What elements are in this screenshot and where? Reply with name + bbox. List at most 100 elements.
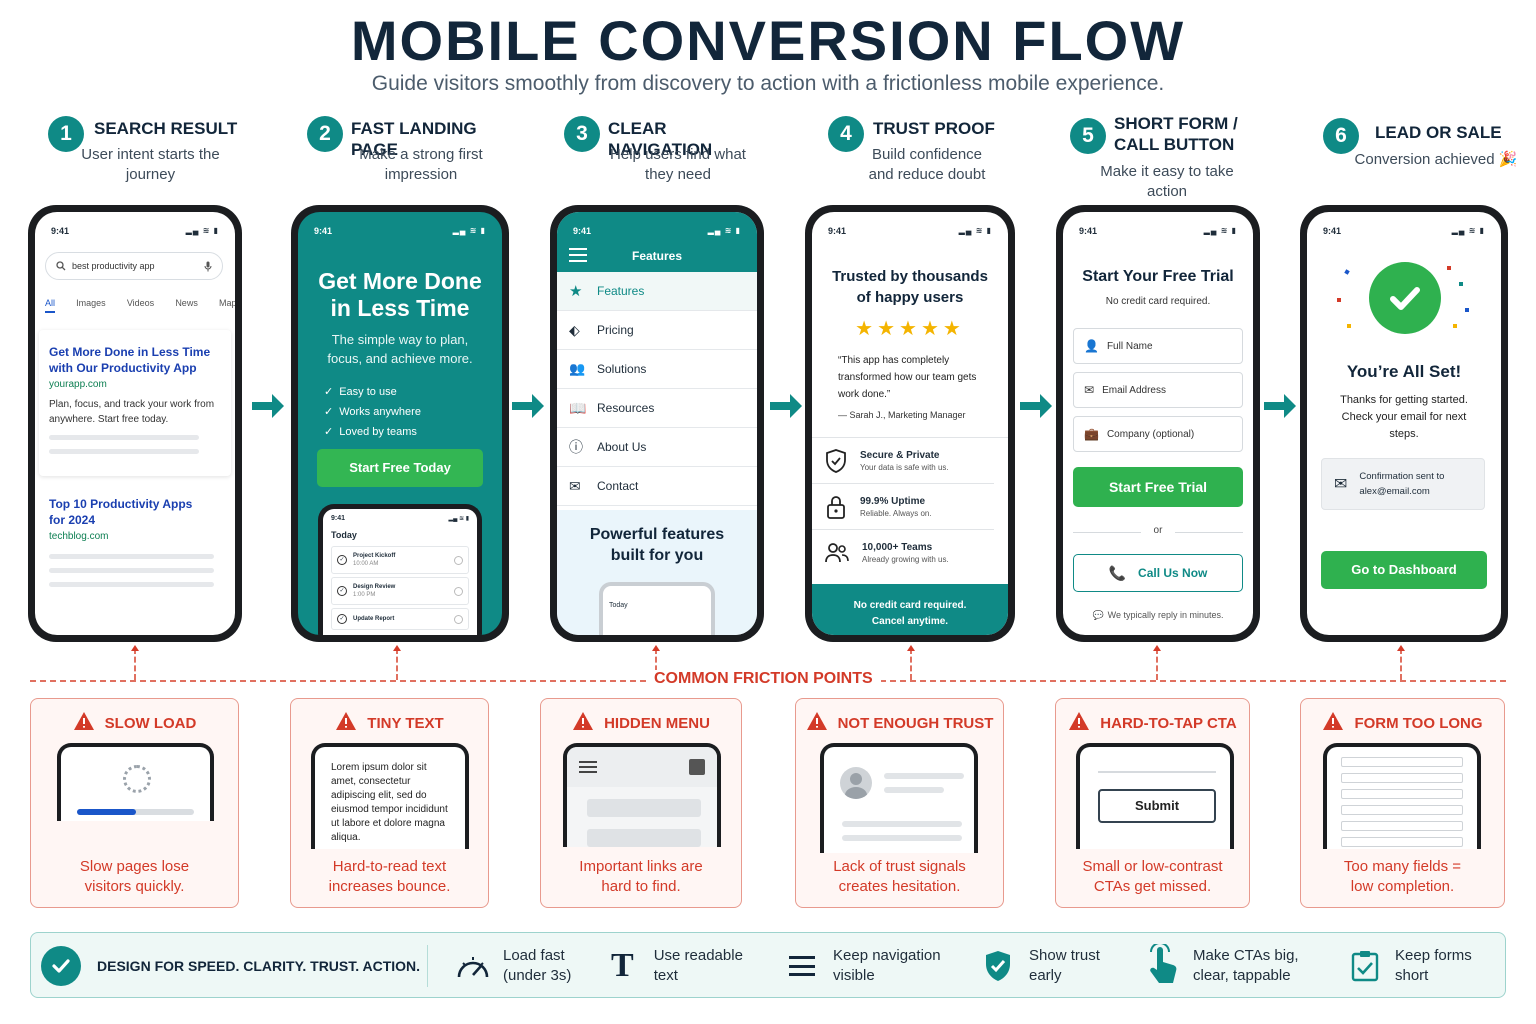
friction-desc: Lack of trust signals creates hesitation… [833,858,966,895]
go-to-dashboard-button[interactable]: Go to Dashboard [1321,551,1487,589]
full-name-field[interactable]: 👤Full Name [1073,328,1243,364]
form-field-placeholder [1341,837,1463,847]
signal-wifi-battery-icon: ▂▄ ≋ ▮ [1203,226,1237,235]
mini-phone [1323,743,1481,849]
preview-title: Today [331,530,357,540]
form-field-placeholder [1341,805,1463,815]
tab-videos[interactable]: Videos [126,298,155,308]
friction-hidden-menu: HIDDEN MENU Important links are hard to … [540,698,742,908]
nav-item-solutions[interactable]: 👥Solutions [557,350,757,389]
call-us-now-button[interactable]: 📞Call Us Now [1073,554,1243,592]
step-desc: Conversion achieved 🎉 [1354,151,1518,168]
friction-slow-load: SLOW LOAD Slow pages lose visitors quick… [30,698,239,908]
submit-button[interactable]: Submit [1098,789,1216,823]
search-tabs: All Images Videos News Maps [45,298,235,313]
check-circle-icon [41,946,81,986]
nav-item-contact[interactable]: ✉Contact [557,467,757,506]
placeholder-line [884,773,964,779]
reply-note: 💬We typically reply in minutes. [1092,610,1224,620]
step-name: FAST LANDING PAGE [351,119,477,159]
flow-arrow [770,394,802,418]
task-radio [454,586,463,596]
phone-search-result: 9:41 ▂▄ ≋ ▮ best productivity app All Ima… [28,205,242,642]
nav-item-pricing[interactable]: ⬖Pricing [557,311,757,350]
friction-connector [1153,645,1161,680]
signal-wifi-battery-icon: ▂▄ ≋ ▮ [448,516,469,522]
result-title[interactable]: Top 10 Productivity Apps for 2024 [49,497,193,527]
users-icon [825,543,849,563]
start-free-today-button[interactable]: Start Free Today [317,449,483,487]
user-icon: 👤 [1084,339,1099,353]
step-number: 2 [307,116,343,152]
square-icon [689,759,705,775]
step-desc: User intent starts the journey [81,146,220,183]
mini-phone: Submit [1076,743,1234,849]
progress-fill [77,809,136,815]
tab-news[interactable]: News [175,298,198,308]
friction-desc: Hard-to-read text increases bounce. [328,858,451,895]
microphone-icon[interactable] [204,261,212,272]
tab-maps[interactable]: Maps [218,298,235,308]
success-check-icon [1369,262,1441,334]
result-title[interactable]: Get More Done in Less Time with Our Prod… [49,345,211,375]
friction-connector [1397,645,1405,680]
placeholder-line [49,582,214,587]
success-heading: You’re All Set! [1346,362,1462,381]
briefcase-icon: 💼 [1084,427,1099,441]
status-time: 9:41 [1323,226,1342,236]
star-icon: ★ [855,318,878,340]
status-bar: 9:41▂▄ ≋ ▮ [1307,212,1501,236]
status-time: 9:41 [51,226,70,236]
step-number: 6 [1323,118,1359,154]
friction-form-too-long: FORM TOO LONG Too many fields = low comp… [1300,698,1505,908]
step-3: 3 CLEAR NAVIGATION Help users find what … [564,112,774,202]
step-number: 4 [828,116,864,152]
form-subheading: No credit card required. [1105,296,1211,307]
nav-header: 9:41▂▄ ≋ ▮ Features [557,212,757,272]
chat-icon: 💬 [1092,610,1104,620]
check-icon: ✓ [324,426,334,438]
warning-icon [573,712,594,730]
banner-headline: DESIGN FOR SPEED. CLARITY. TRUST. ACTION… [97,958,421,974]
promo-section: Powerful features built for you Today [557,510,757,635]
status-bar: 9:41▂▄ ≋ ▮ [298,212,502,236]
result-url: techblog.com [49,531,109,542]
nav-menu: ★Features ⬖Pricing 👥Solutions 📖Resources… [557,272,757,506]
nav-item-features[interactable]: ★Features [557,272,757,311]
mini-phone [820,743,978,853]
search-result-card[interactable]: Top 10 Productivity Apps for 2024 techbl… [39,482,231,612]
preview-phone: Today [599,582,715,635]
hamburger-menu-icon[interactable] [569,248,587,262]
warning-icon [1323,712,1344,730]
task-radio [454,555,463,565]
form-field-placeholder [1341,757,1463,767]
friction-desc: Important links are hard to find. [579,858,703,895]
start-free-trial-button[interactable]: Start Free Trial [1073,467,1243,507]
benefit-list: ✓Easy to use ✓Works anywhere ✓Loved by t… [324,382,421,442]
phone-trust-proof: 9:41▂▄ ≋ ▮ Trusted by thousands of happy… [805,205,1015,642]
nav-item-resources[interactable]: 📖Resources [557,389,757,428]
search-input[interactable]: best productivity app [45,252,223,280]
tab-all[interactable]: All [45,298,56,313]
status-time: 9:41 [314,226,333,236]
landing-headline: Get More Done in Less Time [318,268,482,321]
search-result-card[interactable]: Get More Done in Less Time with Our Prod… [39,330,231,476]
warning-icon [73,712,94,730]
company-field[interactable]: 💼Company (optional) [1073,416,1243,452]
tab-images[interactable]: Images [76,298,106,308]
benefit-item: ✓Easy to use [324,386,397,398]
benefit-item: ✓Works anywhere [324,406,421,418]
phone-icon: 📞 [1108,564,1127,581]
lock-icon [827,495,845,519]
promo-heading: Powerful features built for you [589,526,725,564]
signal-wifi-battery-icon: ▂▄ ≋ ▮ [185,226,219,235]
signal-wifi-battery-icon: ▂▄ ≋ ▮ [958,226,992,235]
star-icon: ★ [920,318,943,340]
email-field[interactable]: ✉Email Address [1073,372,1243,408]
testimonial-author: — Sarah J., Marketing Manager [838,410,966,420]
preview-status: 9:41▂▄ ≋ ▮ [331,515,469,522]
step-name: SHORT FORM / CALL BUTTON [1114,114,1238,154]
